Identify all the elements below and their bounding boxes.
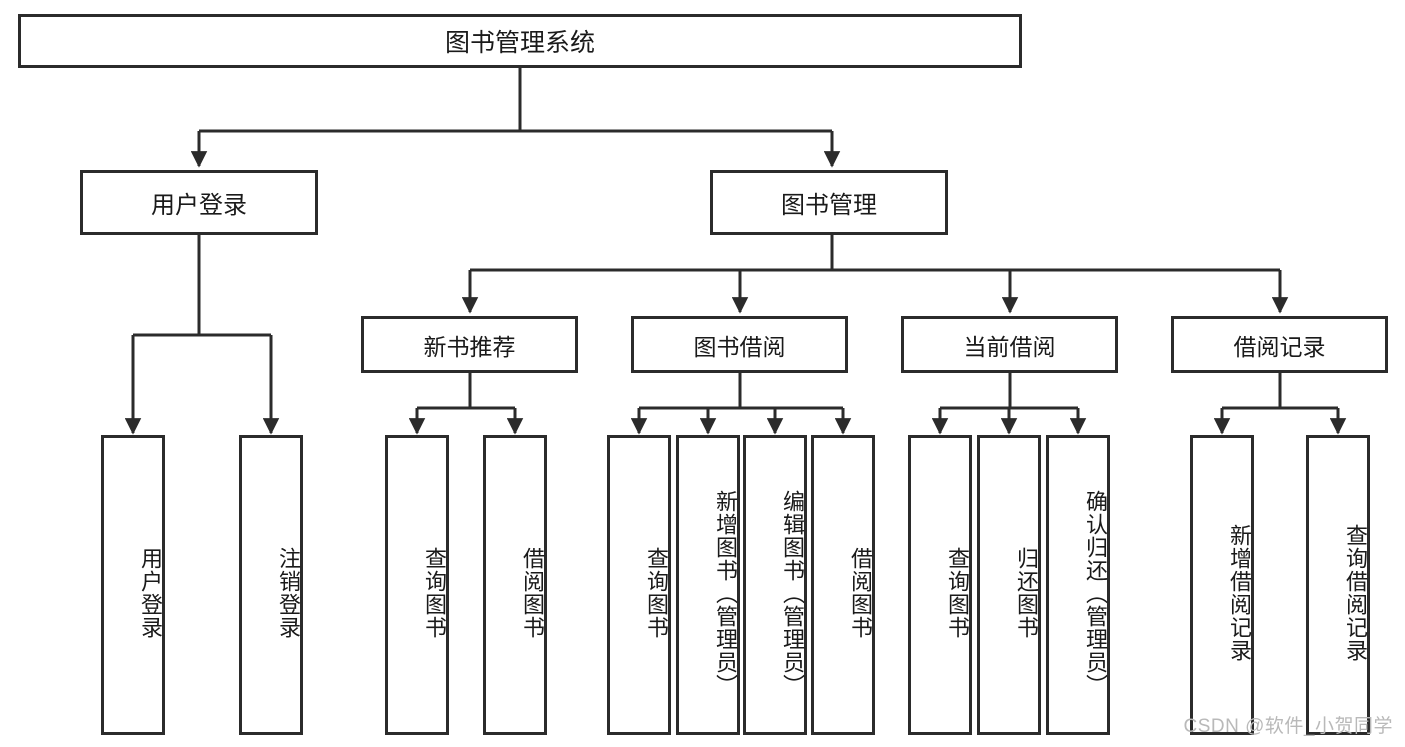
node-label: 归还图书 — [1014, 547, 1039, 639]
node-leaf-borrow-book-1[interactable]: 借阅图书 — [483, 435, 547, 735]
node-label: 新增图书（管理员） — [713, 489, 738, 697]
node-label: 编辑图书（管理员） — [780, 489, 805, 697]
node-leaf-return-book[interactable]: 归还图书 — [977, 435, 1041, 735]
node-label: 图书管理 — [781, 192, 877, 219]
node-leaf-borrow-book-2[interactable]: 借阅图书 — [811, 435, 875, 735]
node-leaf-user-login[interactable]: 用户登录 — [101, 435, 165, 735]
node-book-borrow[interactable]: 图书借阅 — [631, 316, 848, 373]
node-label: 确认归还（管理员） — [1083, 489, 1108, 697]
node-label: 新书推荐 — [423, 333, 516, 360]
node-label: 图书借阅 — [693, 333, 786, 360]
node-leaf-query-record[interactable]: 查询借阅记录 — [1306, 435, 1370, 735]
node-leaf-query-book-3[interactable]: 查询图书 — [908, 435, 972, 735]
node-label: 当前借阅 — [963, 333, 1056, 360]
node-leaf-query-book-1[interactable]: 查询图书 — [385, 435, 449, 735]
node-label: 借阅记录 — [1233, 333, 1326, 360]
node-label: 查询图书 — [945, 547, 970, 639]
node-label: 注销登录 — [276, 547, 301, 639]
node-leaf-add-record[interactable]: 新增借阅记录 — [1190, 435, 1254, 735]
node-book-management[interactable]: 图书管理 — [710, 170, 948, 235]
node-label: 借阅图书 — [520, 547, 545, 639]
node-new-book-recommend[interactable]: 新书推荐 — [361, 316, 578, 373]
node-user-login[interactable]: 用户登录 — [80, 170, 318, 235]
node-label: 借阅图书 — [848, 547, 873, 639]
node-current-borrow[interactable]: 当前借阅 — [901, 316, 1118, 373]
node-label: 查询图书 — [644, 547, 669, 639]
watermark: CSDN @软件_小贺同学 — [1183, 716, 1393, 737]
node-leaf-confirm-return[interactable]: 确认归还（管理员） — [1046, 435, 1110, 735]
node-label: 图书管理系统 — [444, 29, 595, 57]
node-book-management-system[interactable]: 图书管理系统 — [18, 14, 1022, 68]
node-leaf-query-book-2[interactable]: 查询图书 — [607, 435, 671, 735]
node-label: 用户登录 — [151, 192, 247, 219]
node-leaf-edit-book[interactable]: 编辑图书（管理员） — [743, 435, 807, 735]
node-borrow-record[interactable]: 借阅记录 — [1171, 316, 1388, 373]
node-leaf-add-book[interactable]: 新增图书（管理员） — [676, 435, 740, 735]
node-label: 用户登录 — [138, 547, 163, 639]
node-leaf-logout-login[interactable]: 注销登录 — [239, 435, 303, 735]
node-label: 新增借阅记录 — [1227, 524, 1252, 662]
node-label: 查询图书 — [422, 547, 447, 639]
node-label: 查询借阅记录 — [1343, 524, 1368, 662]
